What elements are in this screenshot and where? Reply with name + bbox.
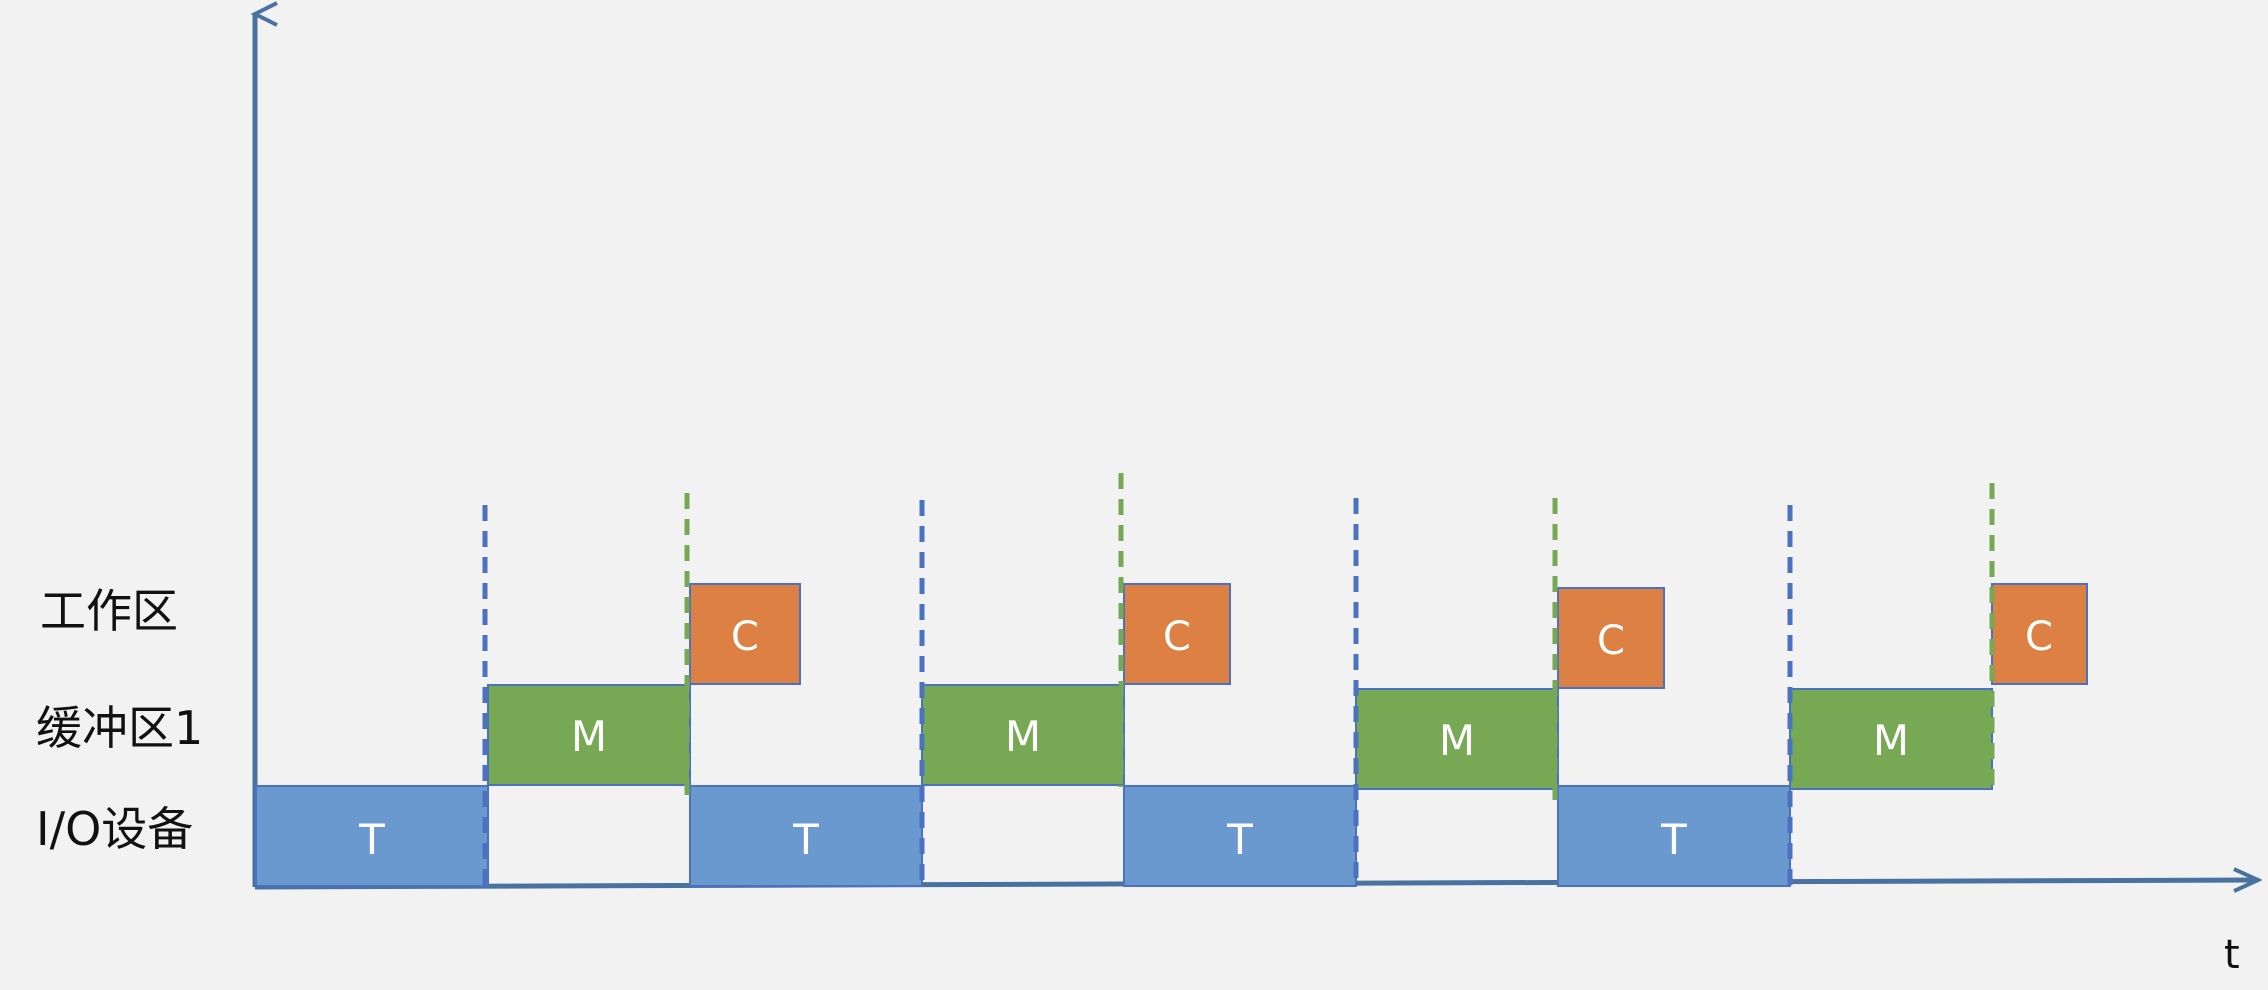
compute-block	[689, 583, 801, 685]
compute-label: C	[731, 614, 759, 660]
transfer-label: T	[1226, 815, 1253, 864]
compute-label: C	[1597, 618, 1625, 664]
x-axis-label: t	[2224, 932, 2240, 978]
compute-label: C	[1163, 614, 1191, 660]
transfer-block	[689, 785, 923, 887]
move-block	[1355, 688, 1559, 790]
move-label: M	[1439, 716, 1475, 765]
compute-block	[1991, 583, 2088, 685]
compute-block	[1557, 587, 1665, 689]
green-dashed-guides	[684, 473, 1995, 802]
transfer-label: T	[1660, 815, 1687, 864]
row-label-workspace: 工作区	[40, 584, 178, 638]
move-label: M	[1873, 716, 1909, 765]
move-label: M	[1005, 712, 1041, 761]
blue-dashed-guides	[482, 498, 1793, 886]
workspace-row: C C C C	[689, 583, 2088, 689]
move-block	[1789, 688, 1993, 790]
move-label: M	[571, 712, 607, 761]
io-device-row: T T T T	[255, 785, 1791, 887]
compute-block	[1123, 583, 1231, 685]
row-label-io-device: I/O设备	[36, 802, 194, 856]
transfer-label: T	[358, 815, 385, 864]
move-block	[487, 684, 691, 786]
transfer-block	[255, 785, 489, 887]
transfer-label: T	[792, 815, 819, 864]
row-label-buffer: 缓冲区1	[36, 701, 204, 755]
transfer-block	[1557, 785, 1791, 887]
compute-label: C	[2025, 614, 2053, 660]
buffer-row: M M M M	[487, 684, 1993, 790]
